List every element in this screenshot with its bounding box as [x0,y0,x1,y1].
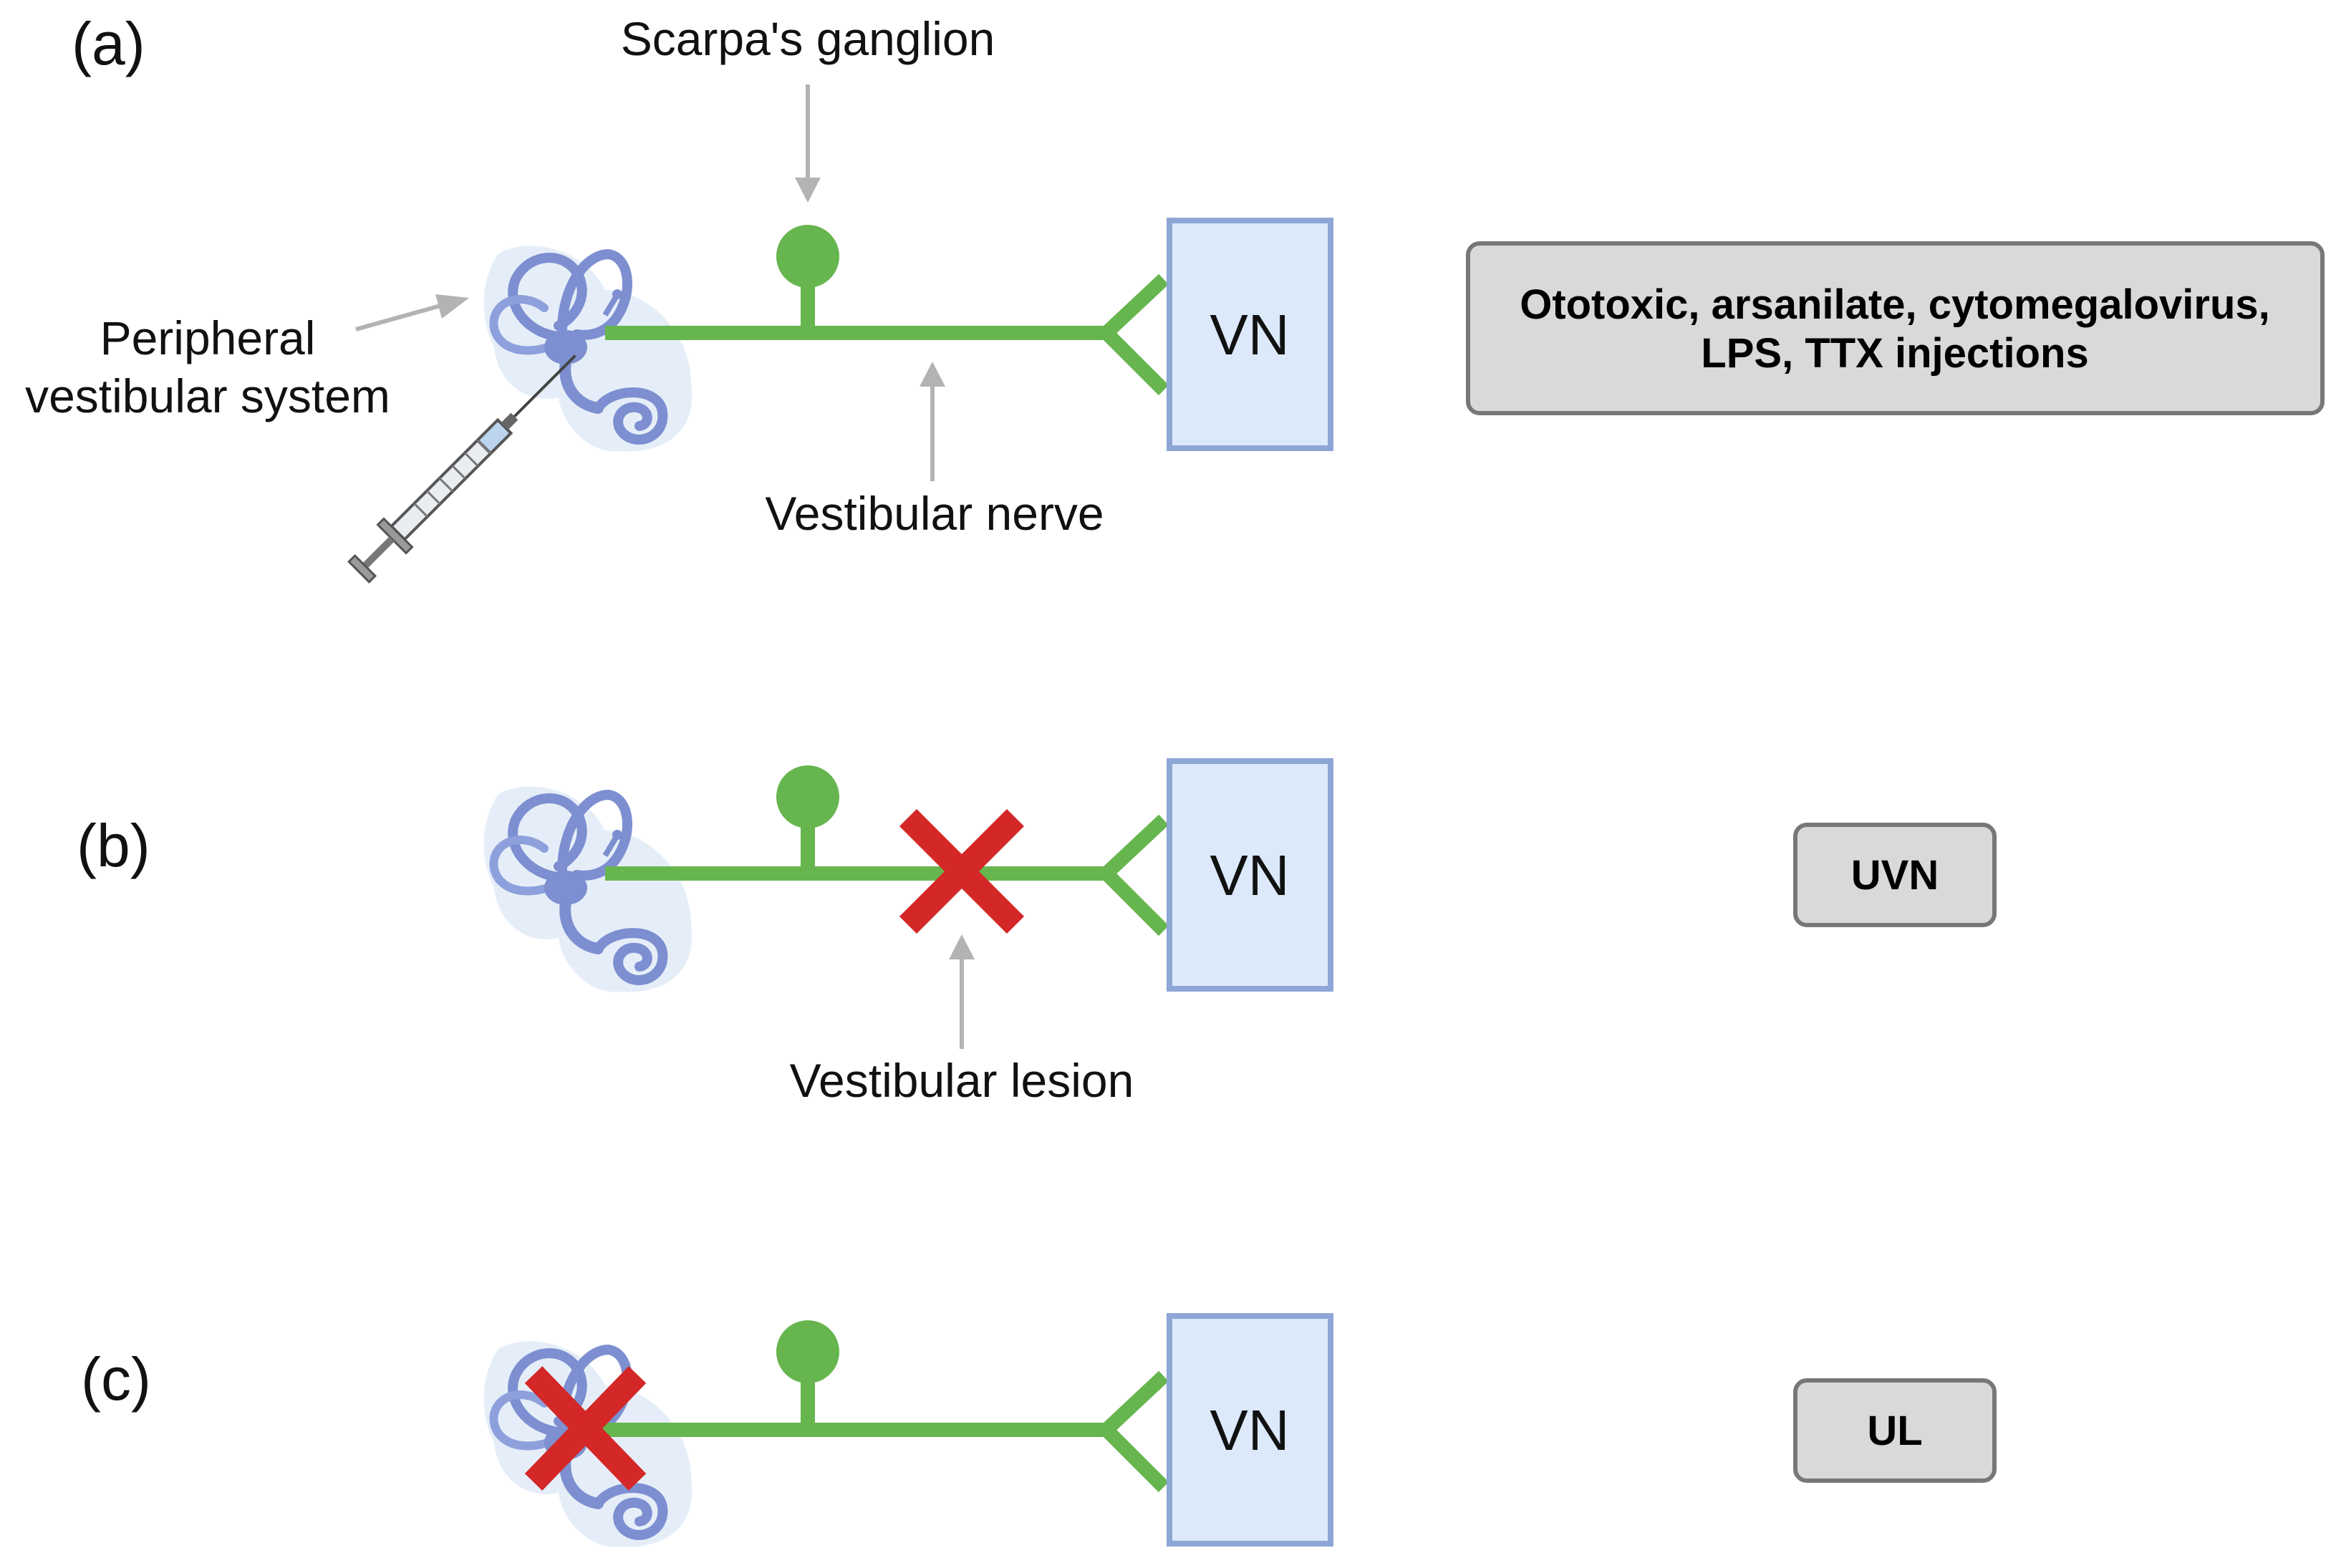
red-x-icon [524,1366,647,1491]
lesion-arrow [949,934,975,1049]
panel-c: (c) VN UL [81,1313,1997,1547]
vn-label: VN [1210,1398,1289,1462]
method-label-a-line1: Ototoxic, arsanilate, cytomegalovirus, [1520,281,2270,328]
method-label-b: UVN [1851,852,1939,899]
panel-b-label: (b) [77,812,150,879]
panel-a: (a) VN Scarpa's ganglion Peripheral vest… [25,10,2325,586]
scarpa-ganglion-soma [776,1320,839,1383]
vestibular-nucleus-box [1167,758,1333,992]
panel-c-label: (c) [81,1345,151,1413]
method-box-c [1793,1378,1997,1483]
nerve-arrow [920,362,945,481]
method-label-c: UL [1867,1408,1922,1454]
peripheral-arrow [355,294,469,331]
scarpa-ganglion-soma [776,225,839,288]
scarpa-ganglion-soma [776,765,839,828]
vestibular-lesion-label: Vestibular lesion [790,1054,1134,1107]
method-box-a [1466,241,2325,415]
vestibular-nerve-label: Vestibular nerve [765,487,1104,540]
panel-b: (b) VN Vestibular lesion UVN [77,758,1997,1107]
panel-a-label: (a) [72,10,145,77]
vn-label: VN [1210,843,1289,907]
method-label-a-line2: LPS, TTX injections [1701,330,2088,377]
red-x-icon [899,808,1025,934]
method-box-b [1793,823,1997,927]
inner-ear-icon [484,786,692,992]
scarpa-ganglion-label: Scarpa's ganglion [621,12,995,65]
vestibular-nucleus-box [1167,1313,1333,1547]
vestibular-nucleus-box [1167,218,1333,451]
peripheral-label-line2: vestibular system [25,369,390,422]
vn-label: VN [1210,303,1289,367]
peripheral-label-line1: Peripheral [100,311,316,364]
ganglion-arrow [795,84,821,203]
